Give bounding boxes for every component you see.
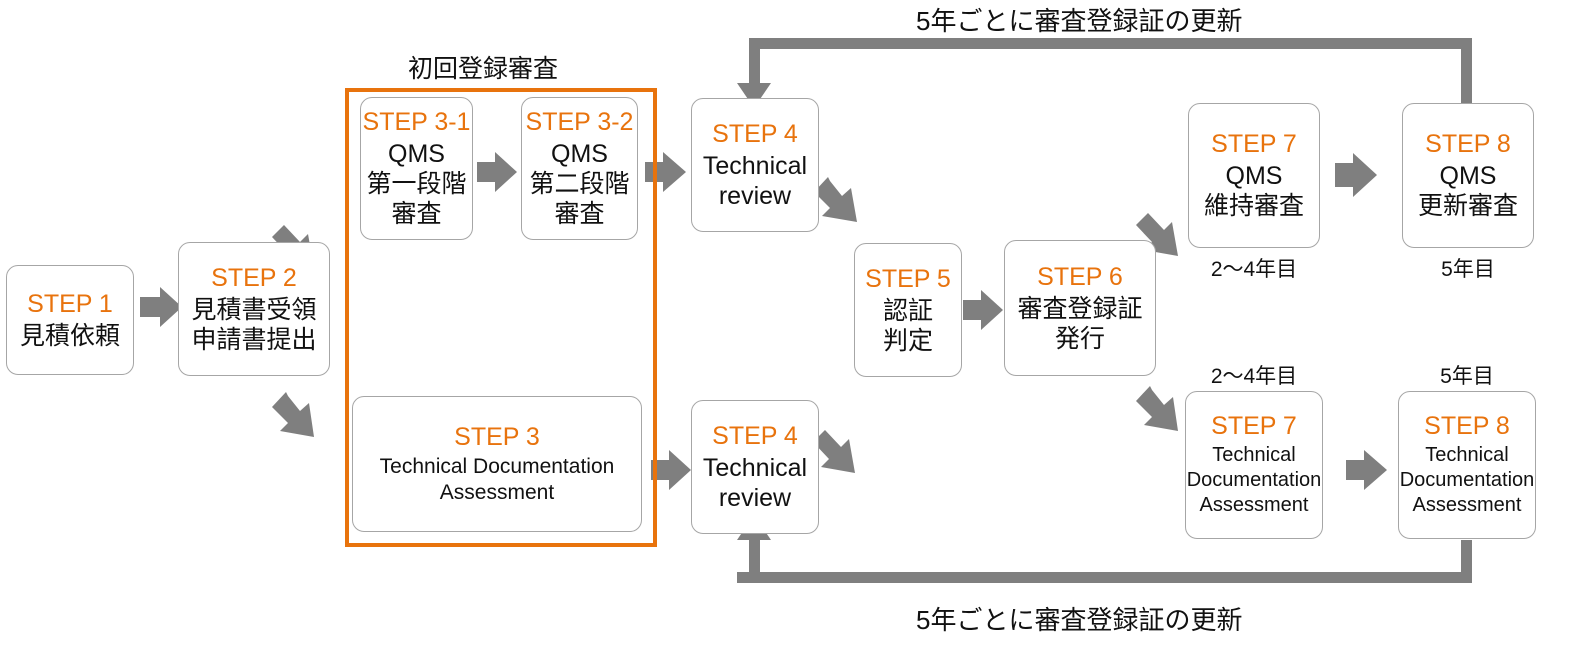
- box-step-8-bottom-step: STEP 8: [1424, 412, 1510, 440]
- box-step-8-bottom-body: Technical Documentation Assessment: [1399, 444, 1535, 516]
- arrow-down-right-icon: [814, 177, 857, 222]
- box-step-7-top-body: QMS 維持審査: [1203, 162, 1304, 220]
- arrow-right-icon: [1335, 153, 1377, 197]
- box-step-2[interactable]: STEP 2 見積書受領 申請書提出: [178, 242, 330, 376]
- box-step-8-top-note: 5年目: [1441, 258, 1495, 281]
- box-step-4-bottom[interactable]: STEP 4 Technical review: [691, 400, 819, 534]
- box-step-1-body: 見積依頼: [19, 321, 120, 350]
- box-step-4-top-body: Technical review: [702, 151, 808, 210]
- box-step-3-1-step: STEP 3-1: [362, 108, 471, 136]
- box-step-4-top-step: STEP 4: [712, 119, 798, 148]
- box-step-2-step: STEP 2: [211, 263, 297, 292]
- box-step-7-top[interactable]: STEP 7 QMS 維持審査: [1188, 103, 1320, 248]
- box-step-7-top-step: STEP 7: [1211, 130, 1297, 158]
- box-step-5[interactable]: STEP 5 認証 判定: [854, 243, 962, 377]
- box-step-6-body: 審査登録証 発行: [1017, 294, 1143, 353]
- initial-registration-audit-frame: [345, 88, 657, 547]
- top-renewal-loop: [737, 38, 1472, 108]
- box-step-3-body: Technical Documentation Assessment: [379, 454, 615, 504]
- box-step-3[interactable]: STEP 3 Technical Documentation Assessmen…: [352, 396, 642, 532]
- box-step-5-step: STEP 5: [865, 264, 951, 293]
- arrow-down-right-icon: [1136, 386, 1178, 431]
- box-step-1-step: STEP 1: [27, 289, 113, 318]
- box-step-7-bottom[interactable]: STEP 7 Technical Documentation Assessmen…: [1185, 391, 1323, 539]
- box-step-6[interactable]: STEP 6 審査登録証 発行: [1004, 240, 1156, 376]
- box-step-6-step: STEP 6: [1037, 262, 1123, 291]
- box-step-3-2-body: QMS 第二段階 審査: [529, 140, 630, 228]
- box-step-8-bottom-note: 5年目: [1440, 365, 1494, 388]
- box-step-3-2[interactable]: STEP 3-2 QMS 第二段階 審査: [521, 97, 638, 240]
- box-step-4-top[interactable]: STEP 4 Technical review: [691, 98, 819, 232]
- box-step-8-top-body: QMS 更新審査: [1417, 162, 1518, 220]
- arrow-right-icon: [651, 450, 691, 490]
- arrow-up-right-icon: [813, 430, 855, 473]
- box-step-7-top-note: 2〜4年目: [1210, 258, 1298, 281]
- box-step-3-2-step: STEP 3-2: [525, 108, 634, 136]
- box-step-3-step: STEP 3: [454, 422, 540, 451]
- arrow-right-icon: [963, 290, 1003, 330]
- box-step-7-bottom-body: Technical Documentation Assessment: [1186, 444, 1322, 516]
- arrow-right-icon: [1346, 450, 1387, 490]
- box-step-2-body: 見積書受領 申請書提出: [191, 295, 317, 354]
- arrow-right-icon: [140, 287, 182, 327]
- box-step-8-bottom[interactable]: STEP 8 Technical Documentation Assessmen…: [1398, 391, 1536, 539]
- initial-registration-audit-caption: 初回登録審査: [408, 55, 559, 83]
- box-step-5-body: 認証 判定: [882, 296, 933, 355]
- box-step-8-top[interactable]: STEP 8 QMS 更新審査: [1402, 103, 1534, 248]
- box-step-8-top-step: STEP 8: [1425, 130, 1511, 158]
- top-renewal-caption: 5年ごとに審査登録証の更新: [916, 6, 1243, 36]
- arrow-down-right-icon: [272, 392, 314, 437]
- box-step-7-bottom-step: STEP 7: [1211, 412, 1297, 440]
- box-step-4-bottom-body: Technical review: [702, 453, 808, 512]
- bottom-renewal-loop: [737, 515, 1472, 583]
- box-step-4-bottom-step: STEP 4: [712, 421, 798, 450]
- box-step-3-1-body: QMS 第一段階 審査: [366, 140, 467, 228]
- box-step-7-bottom-note: 2〜4年目: [1210, 365, 1298, 388]
- box-step-3-1[interactable]: STEP 3-1 QMS 第一段階 審査: [360, 97, 473, 240]
- box-step-1[interactable]: STEP 1 見積依頼: [6, 265, 134, 375]
- bottom-renewal-caption: 5年ごとに審査登録証の更新: [916, 605, 1243, 635]
